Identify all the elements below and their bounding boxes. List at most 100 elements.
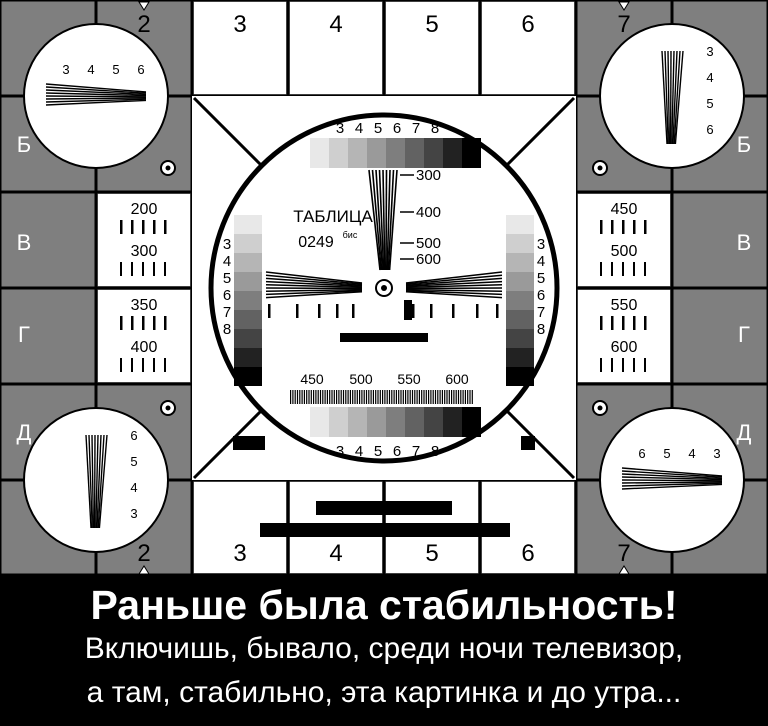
- right-panel-upper-bar: [600, 262, 602, 276]
- freq-stripe: [414, 390, 416, 404]
- freq-stripe: [379, 390, 381, 404]
- freq-stripe: [336, 390, 338, 404]
- freq-stripe: [451, 390, 453, 404]
- left-panel-lower-label: 350: [131, 297, 158, 314]
- freq-stripe: [460, 390, 462, 404]
- freq-stripe: [391, 390, 393, 404]
- side-scale-right-label: 3: [537, 236, 545, 253]
- corner-circle-tl-line: [45, 99, 147, 106]
- h-wedge-right-line: [405, 280, 503, 288]
- gray-scale-bottom-label: 3: [336, 443, 344, 460]
- freq-stripe: [338, 390, 340, 404]
- freq-label: 450: [300, 371, 324, 387]
- side-scale-right-step: [506, 272, 534, 291]
- edge-marker: [138, 565, 150, 575]
- freq-label: 550: [397, 371, 421, 387]
- gray-scale-top-step: [405, 138, 424, 168]
- freq-stripe: [395, 390, 397, 404]
- right-panel-lower-label: 550: [611, 297, 638, 314]
- center-target-ring: [375, 279, 393, 297]
- freq-stripe: [301, 390, 303, 404]
- freq-stripe: [382, 390, 384, 404]
- card-number: 0249: [298, 234, 334, 251]
- freq-stripe: [432, 390, 434, 404]
- freq-stripe: [313, 390, 315, 404]
- gray-scale-bottom-label: 8: [431, 443, 439, 460]
- gray-scale-top-step: [462, 138, 481, 168]
- freq-stripe: [462, 390, 464, 404]
- freq-stripe: [317, 390, 319, 404]
- corner-circle-br-line: [621, 470, 723, 478]
- left-row-letter: В: [17, 230, 32, 255]
- gray-scale-top-label: 6: [393, 120, 401, 137]
- bottom-number: 2: [137, 540, 150, 567]
- right-panel-upper-bar: [600, 220, 603, 234]
- corner-circle-bl-line: [95, 434, 99, 529]
- h-wedge-left-line: [265, 271, 363, 284]
- corner-circle-br-line: [621, 476, 723, 481]
- h-wedge-left-line: [265, 277, 363, 286]
- diag-tr: [496, 96, 576, 176]
- right-panel-upper-bar: [633, 220, 636, 234]
- corner-circle-tr-line: [673, 50, 681, 145]
- right-panel-upper-label: 500: [611, 243, 638, 260]
- side-scale-right-step: [506, 348, 534, 367]
- right-panel-upper-bar: [644, 220, 647, 234]
- freq-stripe: [469, 390, 471, 404]
- resolution-bar: [318, 304, 321, 318]
- right-panel-lower-bar: [600, 358, 602, 372]
- caption-title: Раньше была стабильность!: [90, 582, 678, 628]
- right-panel-lower-bar: [633, 358, 635, 372]
- gray-scale-bottom-step: [348, 407, 367, 437]
- freq-stripe: [292, 390, 294, 404]
- freq-stripe: [384, 390, 386, 404]
- edge-marker: [138, 1, 150, 11]
- edge-marker: [618, 565, 630, 575]
- side-scale-left-step: [234, 272, 262, 291]
- gray-scale-top-step: [329, 138, 348, 168]
- diag-tl: [192, 96, 272, 176]
- freq-stripe: [455, 390, 457, 404]
- freq-stripe: [400, 390, 402, 404]
- side-scale-right-label: 7: [537, 304, 545, 321]
- freq-stripe: [296, 390, 299, 404]
- left-panel-lower-label: 400: [131, 339, 158, 356]
- corner-circle-br-line: [621, 482, 723, 487]
- freq-stripe: [407, 390, 409, 404]
- gray-scale-bottom-step: [462, 407, 481, 437]
- gray-scale-bottom-label: 4: [355, 443, 363, 460]
- freq-stripe: [457, 390, 460, 404]
- corner-circle-bl: [23, 407, 169, 553]
- freq-stripe: [340, 390, 342, 404]
- bottom-number: 6: [521, 540, 534, 567]
- freq-stripe: [354, 390, 356, 404]
- bottom-number: 5: [425, 540, 438, 567]
- freq-stripe: [467, 390, 469, 404]
- diag-bl: [192, 400, 272, 480]
- gray-scale-top-label: 4: [355, 120, 363, 137]
- side-scale-left-step: [234, 234, 262, 253]
- freq-stripe: [439, 390, 441, 404]
- h-wedge-left-line: [265, 291, 363, 299]
- resolution-bar: [296, 304, 299, 318]
- freq-stripe: [444, 390, 446, 404]
- freq-stripe: [294, 390, 296, 404]
- freq-stripe: [398, 390, 400, 404]
- left-panel-lower-bar: [153, 316, 156, 330]
- diag-br: [496, 400, 576, 480]
- left-panel-lower-bar: [142, 358, 144, 372]
- resolution-block: [404, 300, 412, 320]
- h-wedge-left-line: [265, 284, 363, 289]
- corner-circle-bl-label: 4: [130, 480, 137, 495]
- corner-circle-tr: [599, 23, 745, 169]
- resolution-bar: [430, 304, 433, 318]
- freq-stripe: [315, 390, 317, 404]
- side-scale-left-label: 4: [223, 253, 231, 270]
- left-panel-upper-bar: [153, 220, 156, 234]
- gray-scale-bottom-step: [310, 407, 329, 437]
- gray-scale-bottom-step: [329, 407, 348, 437]
- corner-circle-br-line: [621, 467, 723, 477]
- corner-circle-bl-label: 5: [130, 454, 137, 469]
- gray-scale-bottom-step: [424, 407, 443, 437]
- left-row-letter: Б: [17, 132, 31, 157]
